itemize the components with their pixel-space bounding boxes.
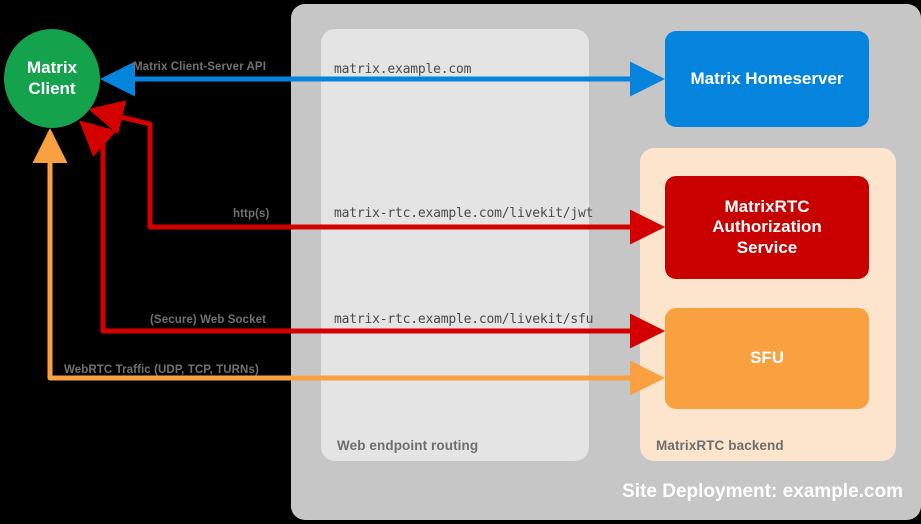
- node-matrix-homeserver[interactable]: Matrix Homeserver: [665, 31, 869, 127]
- matrix-client-label-line1: Matrix: [26, 57, 78, 77]
- flow-label-matrix-client-server-api: Matrix Client-Server API: [133, 61, 266, 73]
- matrixrtc-backend-label: MatrixRTC backend: [656, 438, 784, 453]
- site-deployment-label: Site Deployment: example.com: [622, 481, 903, 502]
- matrix-client-label-line2: Client: [28, 78, 76, 98]
- matrix-homeserver-label: Matrix Homeserver: [690, 68, 844, 88]
- web-endpoint-routing-label: Web endpoint routing: [337, 438, 479, 453]
- flow-label-secure-web-socket: (Secure) Web Socket: [150, 314, 267, 326]
- endpoint-label-sfu: matrix-rtc.example.com/livekit/sfu: [334, 312, 594, 327]
- flow-label-https: http(s): [233, 208, 270, 220]
- flow-label-webrtc-traffic: WebRTC Traffic (UDP, TCP, TURNs): [64, 364, 259, 376]
- node-matrix-client[interactable]: Matrix Client: [4, 29, 100, 128]
- endpoint-label-matrix: matrix.example.com: [334, 62, 472, 77]
- node-matrixrtc-authorization-service[interactable]: MatrixRTC Authorization Service: [665, 176, 869, 279]
- auth-service-label-line2: Authorization: [712, 217, 822, 237]
- endpoint-label-jwt: matrix-rtc.example.com/livekit/jwt: [334, 206, 594, 221]
- node-sfu[interactable]: SFU: [665, 308, 869, 409]
- auth-service-label-line3: Service: [736, 237, 798, 257]
- sfu-label: SFU: [750, 348, 784, 368]
- auth-service-label-line1: MatrixRTC: [724, 196, 810, 216]
- flow-arrow-webrtc-traffic: [32, 127, 666, 396]
